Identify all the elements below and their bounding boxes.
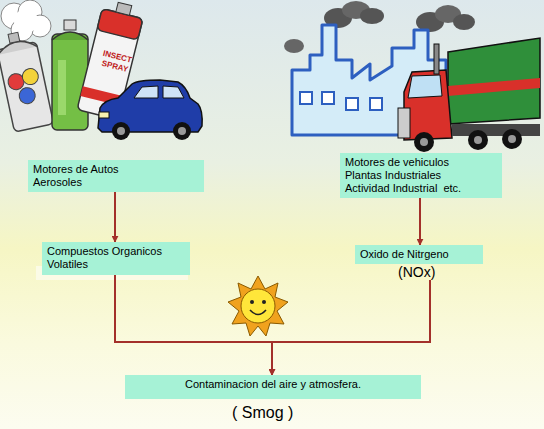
box-text: Plantas Industriales — [345, 169, 497, 182]
process-box: Oxido de Nitrgeno — [355, 245, 483, 264]
process-box: Motores de AutosAerosoles — [28, 160, 204, 192]
caption-label: (NOx) — [396, 264, 437, 280]
sun-symbol — [228, 276, 288, 336]
car-illustration — [98, 80, 202, 140]
process-box: Motores de vehiculosPlantas Industriales… — [340, 153, 502, 198]
caption-label: ( Smog ) — [232, 404, 293, 422]
process-box: Contaminacion del aire y atmosfera. — [125, 375, 421, 399]
truck-illustration — [398, 38, 540, 152]
factory-smoke — [284, 1, 475, 53]
flow-arrow — [419, 198, 421, 245]
box-text: Aerosoles — [33, 176, 199, 189]
flow-arrow — [114, 192, 116, 242]
box-text: Compuestos Organicos Volatiles — [47, 245, 172, 271]
flow-arrow — [115, 275, 272, 375]
flow-arrow — [272, 264, 430, 375]
box-text: Motores de vehiculos — [345, 156, 497, 169]
aerosol-can — [52, 20, 88, 130]
process-box: Compuestos Organicos Volatiles — [42, 242, 190, 275]
box-text: Oxido de Nitrgeno — [360, 248, 478, 261]
box-text: Motores de Autos — [33, 163, 199, 176]
box-text: Contaminacion del aire y atmosfera. — [130, 378, 416, 391]
aerosol-can — [0, 29, 54, 132]
box-text: Actividad Industrial etc. — [345, 182, 497, 195]
